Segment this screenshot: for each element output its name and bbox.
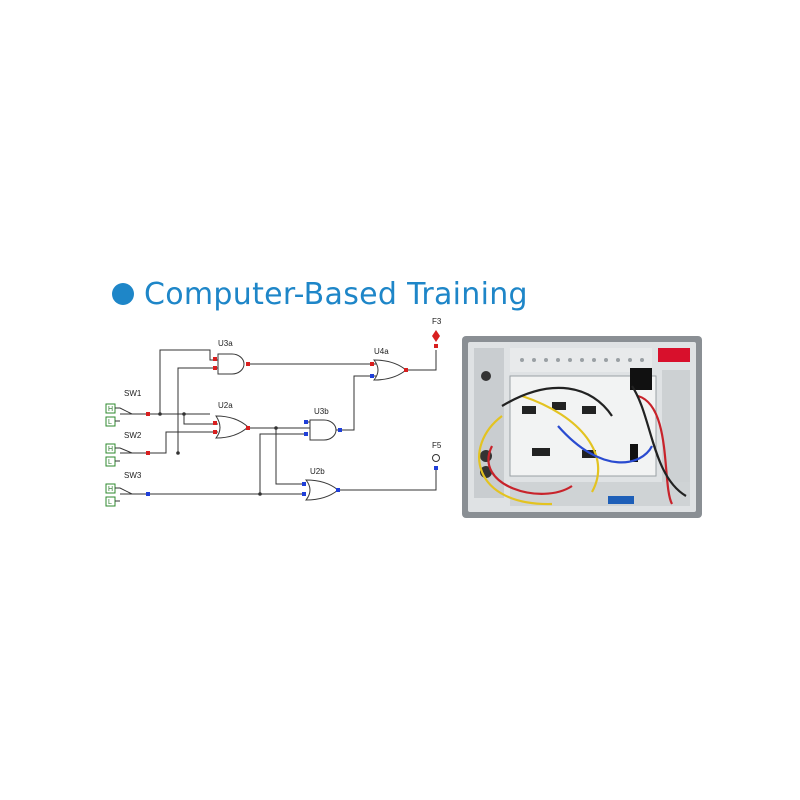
gate-label: U2a (218, 401, 233, 410)
ic-chip (582, 450, 596, 458)
pin-high (370, 362, 374, 366)
output-led (432, 454, 440, 462)
pin-high (246, 362, 250, 366)
switch-high-label: H (108, 406, 113, 413)
pin-low (434, 466, 438, 470)
switch-sw1[interactable]: SW1 H L (105, 389, 142, 427)
dip-switch (608, 496, 634, 504)
terminal-holes (520, 358, 644, 362)
pin-low (302, 482, 306, 486)
section-heading: Computer-Based Training (112, 272, 528, 316)
output-led (432, 330, 440, 342)
switch-label: SW2 (124, 431, 142, 440)
gate-label: U2b (310, 467, 325, 476)
switch-sw3[interactable]: SW3 H L (105, 471, 142, 507)
pin-high (434, 344, 438, 348)
switch-low-label: L (108, 419, 112, 426)
knob-icon (481, 371, 491, 381)
switch-low-label: L (108, 459, 112, 466)
gate-u2b: U2b (302, 467, 340, 501)
switch-sw2[interactable]: SW2 H L (105, 431, 142, 467)
pin-high (146, 412, 150, 416)
relay-block (630, 368, 652, 390)
switch-label: SW3 (124, 471, 142, 480)
output-f3: F3 (432, 317, 442, 348)
pin-low (146, 492, 150, 496)
gate-u2a: U2a (213, 401, 250, 439)
seven-segment-display (658, 348, 690, 362)
trainer-board-photo (462, 336, 702, 518)
pin-low (338, 428, 342, 432)
switch-high-label: H (108, 446, 113, 453)
pin-low (302, 492, 306, 496)
pin-high (213, 366, 217, 370)
switch-low-label: L (108, 499, 112, 506)
component (630, 444, 638, 462)
pin-high (404, 368, 408, 372)
pin-high (213, 421, 217, 425)
switch-high-label: H (108, 486, 113, 493)
ic-chip (582, 406, 596, 414)
logic-schematic: SW1 H L SW2 H L SW3 H L U3a (105, 317, 442, 507)
pin-high (213, 357, 217, 361)
jumper-wires (478, 385, 687, 506)
gate-u4a: U4a (370, 347, 408, 381)
pin-high (213, 430, 217, 434)
pin-low (304, 432, 308, 436)
gate-u3b: U3b (304, 407, 342, 441)
output-label: F3 (432, 317, 442, 326)
pin-high (246, 426, 250, 430)
ic-chip (552, 402, 566, 410)
bullet-icon (112, 283, 134, 305)
output-label: F5 (432, 441, 442, 450)
pin-low (336, 488, 340, 492)
gate-label: U3b (314, 407, 329, 416)
heading-text: Computer-Based Training (144, 276, 528, 312)
ic-chip (522, 406, 536, 414)
output-f5: F5 (432, 441, 442, 470)
gate-label: U4a (374, 347, 389, 356)
pin-low (370, 374, 374, 378)
gate-label: U3a (218, 339, 233, 348)
ic-chip (532, 448, 550, 456)
gate-u3a: U3a (213, 339, 250, 375)
pin-high (146, 451, 150, 455)
switch-label: SW1 (124, 389, 142, 398)
pin-low (304, 420, 308, 424)
